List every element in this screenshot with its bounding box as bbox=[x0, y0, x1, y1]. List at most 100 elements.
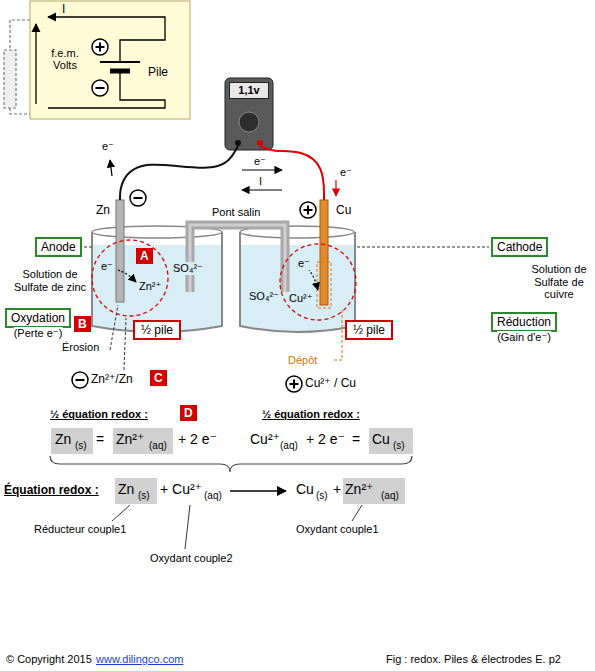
polarity-symbol bbox=[286, 376, 302, 392]
text-label: ½ équation redox : bbox=[50, 408, 148, 421]
node-text: Anode bbox=[41, 240, 76, 254]
leader-line bbox=[334, 309, 342, 360]
inset-circuit bbox=[36, 17, 165, 108]
node-text: D bbox=[184, 406, 193, 420]
node-text: ½ pile bbox=[141, 323, 173, 337]
equation-term: = bbox=[96, 431, 104, 447]
text-label: www.dilingco.com bbox=[96, 653, 183, 666]
text-label: e⁻ bbox=[100, 260, 114, 273]
equation-term: = bbox=[352, 431, 360, 447]
inset-panel bbox=[30, 1, 190, 119]
text-label: e⁻ bbox=[297, 257, 311, 270]
half-cell-box: ½ pile bbox=[345, 320, 393, 340]
battery-plate bbox=[100, 61, 140, 63]
text-label: Zn bbox=[96, 204, 110, 218]
equation-term: + 2 e⁻ bbox=[178, 431, 217, 447]
polarity-symbol bbox=[92, 39, 108, 55]
text-label: I bbox=[259, 175, 262, 188]
text-label: Zn²⁺/Zn bbox=[91, 373, 133, 387]
polarity-symbol bbox=[92, 80, 108, 96]
text-label: Fig : redox. Piles & électrodes E. p2 bbox=[386, 653, 561, 666]
node-text: Oxydation bbox=[11, 311, 65, 325]
jack bbox=[257, 140, 263, 146]
equation-term: (s) bbox=[393, 440, 405, 452]
node-text: f.e.m. Volts bbox=[42, 47, 88, 71]
flow-arrow bbox=[118, 270, 136, 282]
callout-letter: D bbox=[180, 405, 197, 421]
equation-term: (s) bbox=[316, 490, 328, 502]
multimeter-display: 1,1v bbox=[229, 82, 269, 99]
node-text: (Gain d'e⁻) bbox=[497, 331, 551, 344]
label-box: Oxydation(Perte e⁻) bbox=[5, 308, 71, 328]
label-box: Cathode bbox=[491, 237, 548, 257]
equation-term: Cu²⁺ bbox=[250, 431, 280, 447]
text-label: SO₄²⁻ bbox=[248, 290, 280, 303]
text-label: Solution de Sulfate de cuivre bbox=[528, 263, 590, 301]
node-text: ½ pile bbox=[353, 323, 385, 337]
wire bbox=[260, 146, 324, 200]
multimeter-knob bbox=[239, 112, 259, 132]
text-label: Oxydant couple1 bbox=[296, 523, 379, 536]
load-resistor bbox=[4, 20, 30, 114]
flow-arrow bbox=[242, 169, 282, 170]
equation-term: + Cu²⁺ bbox=[160, 481, 202, 497]
beaker-right bbox=[240, 226, 355, 332]
equation-term: + Zn²⁺ bbox=[333, 481, 373, 497]
text-label: Réducteur couple1 bbox=[34, 523, 126, 536]
equation-term: Cu bbox=[296, 481, 314, 497]
text-label: I bbox=[62, 3, 65, 17]
half-cell-zone bbox=[92, 240, 168, 316]
text-label: Cu²⁺ / Cu bbox=[305, 377, 356, 391]
equation-term: Cu bbox=[372, 431, 390, 447]
leader-line bbox=[84, 247, 489, 370]
reaction-arrow bbox=[230, 490, 286, 492]
battery-plate bbox=[110, 69, 130, 74]
half-cell-zone bbox=[280, 244, 356, 320]
zinc-electrode bbox=[116, 200, 124, 302]
equation-term: (aq) bbox=[204, 490, 222, 502]
text-label: Pont salin bbox=[212, 206, 260, 219]
callout-letter: B bbox=[74, 316, 91, 332]
text-label: SO₄²⁻ bbox=[172, 262, 204, 275]
equation-term: (aq) bbox=[381, 490, 399, 502]
text-label: Cu²⁺ bbox=[288, 292, 314, 305]
flow-arrow bbox=[335, 180, 336, 196]
equation-term: (aq) bbox=[149, 440, 167, 452]
polarity-symbol bbox=[72, 372, 88, 388]
equation-term: Équation redox : bbox=[4, 484, 99, 498]
salt-bridge bbox=[190, 225, 285, 292]
multimeter-body bbox=[225, 78, 273, 150]
polarity-symbol bbox=[300, 202, 316, 218]
node-text: A bbox=[140, 249, 149, 263]
text-label: Érosion bbox=[62, 341, 99, 354]
equation-term: (aq) bbox=[280, 440, 298, 452]
equation-term: + 2 e⁻ bbox=[306, 431, 345, 447]
text-label: e⁻ bbox=[340, 166, 352, 179]
brace bbox=[50, 456, 412, 472]
text-label: Zn²⁺ bbox=[138, 280, 162, 293]
callout-letter: A bbox=[136, 248, 153, 264]
text-label: e⁻ bbox=[102, 140, 114, 153]
deposit-outline bbox=[317, 262, 331, 308]
equation-term: Zn bbox=[55, 431, 71, 447]
label-box: Réduction(Gain d'e⁻) bbox=[491, 312, 557, 332]
node-text: 1,1v bbox=[230, 83, 268, 98]
equation-term: Zn²⁺ bbox=[116, 431, 144, 447]
text-label: Oxydant couple2 bbox=[150, 552, 233, 565]
equation-term: (s) bbox=[75, 440, 87, 452]
node-text: B bbox=[78, 317, 87, 331]
beaker-left bbox=[92, 226, 222, 332]
salt-bridge bbox=[190, 225, 285, 292]
node-text: (Perte e⁻) bbox=[14, 327, 63, 340]
node-text: Cathode bbox=[497, 240, 542, 254]
node-text: C bbox=[154, 371, 163, 385]
text-label: Solution de Sulfate de zinc bbox=[10, 268, 90, 293]
text-label: © Copyright 2015 bbox=[6, 653, 92, 666]
node-text: Réduction bbox=[497, 315, 551, 329]
species-highlight bbox=[51, 428, 413, 504]
callout-letter: C bbox=[150, 370, 167, 386]
label-box: Anode bbox=[35, 237, 82, 257]
flow-arrow bbox=[242, 189, 282, 190]
text-label: e⁻ bbox=[254, 155, 266, 168]
half-cell-box: ½ pile bbox=[133, 320, 181, 340]
